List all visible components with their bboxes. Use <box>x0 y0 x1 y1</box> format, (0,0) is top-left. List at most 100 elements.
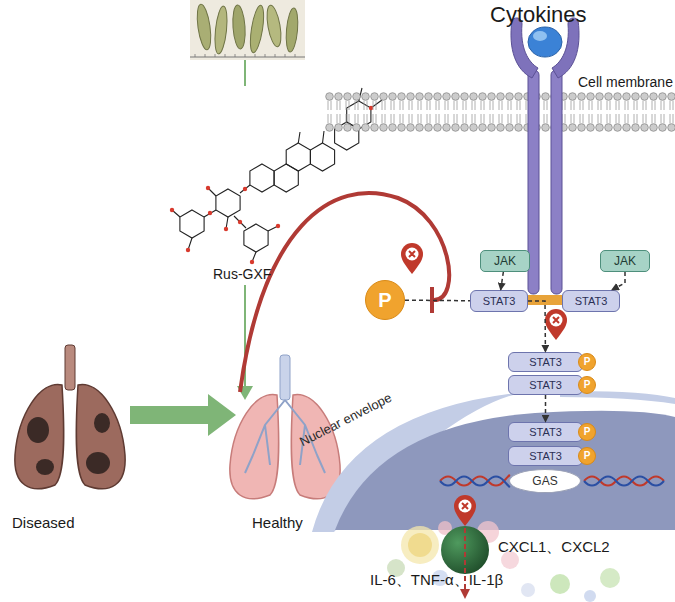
nucleus-shape <box>335 405 675 530</box>
phosphate-circle: P <box>578 447 596 465</box>
chemical-structure <box>206 186 210 190</box>
herb-photo <box>248 4 266 53</box>
chemical-structure <box>180 210 204 238</box>
dna-strand <box>440 475 509 485</box>
chemical-structure <box>244 224 268 252</box>
chemical-structure <box>208 211 212 215</box>
cytokine-balls <box>600 568 620 588</box>
ligand-label: Cytokines <box>490 2 587 28</box>
node-text: P <box>584 357 591 367</box>
stat3-box: STAT3 <box>508 422 583 442</box>
node-text: GAS <box>532 475 557 487</box>
node-text: P <box>378 290 391 310</box>
stat3-box: STAT3 <box>508 352 583 372</box>
healthy-lung <box>291 395 340 499</box>
signal-connector <box>612 272 625 290</box>
chemical-structure <box>286 143 310 171</box>
dimer-link <box>528 295 562 305</box>
jak-box: JAK <box>600 250 650 272</box>
diseased-lung <box>76 385 125 489</box>
chemical-structure <box>274 164 298 192</box>
signal-connector <box>405 299 470 301</box>
chemical-structure <box>276 224 280 228</box>
herb-photo <box>264 4 283 47</box>
inhibition-curve <box>240 193 449 392</box>
diseased-lung <box>86 452 110 474</box>
herb-photo <box>190 0 305 60</box>
node-text: JAK <box>494 255 516 267</box>
healthy-lung <box>230 395 279 499</box>
cytokine-ligand <box>528 27 562 57</box>
chemical-structure <box>250 164 274 192</box>
phosphate-circle: P <box>365 280 405 320</box>
diseased-lung <box>15 345 125 489</box>
signal-connector <box>501 272 504 290</box>
chemical-structure <box>224 227 228 231</box>
node-text: STAT3 <box>529 451 562 462</box>
node-text: STAT3 <box>529 380 562 391</box>
herb-photo <box>231 5 246 50</box>
node-text: STAT3 <box>483 296 516 307</box>
stat3-box: STAT3 <box>562 290 620 312</box>
cytokine-balls <box>550 574 570 594</box>
state-label: Healthy <box>252 514 303 531</box>
chemical-structure <box>243 187 247 191</box>
cytokine-balls <box>408 533 432 557</box>
cytokine-balls <box>401 526 439 564</box>
cytokine-balls <box>584 590 596 602</box>
herb-photo <box>190 0 305 60</box>
block-marker <box>401 243 423 274</box>
node-text: P <box>584 380 591 390</box>
lipid-bilayer <box>325 92 675 132</box>
phosphate-circle: P <box>578 376 596 394</box>
diseased-lung <box>27 417 49 443</box>
chemical-structure <box>186 248 190 252</box>
node-text: P <box>584 427 591 437</box>
nucleus-label: Nuclear envelope <box>298 391 394 449</box>
chemical-structure <box>216 189 240 217</box>
dna-strand <box>584 477 664 486</box>
chemical-structure <box>250 260 254 264</box>
chemical-structure <box>310 143 334 171</box>
herb-photo <box>213 6 229 55</box>
phosphate-circle: P <box>578 353 596 371</box>
dna-strand <box>440 475 664 487</box>
cytokine-receptor <box>551 70 562 294</box>
cytokine-balls <box>477 521 499 543</box>
stat3-box: STAT3 <box>508 446 583 466</box>
stat3-box: STAT3 <box>508 375 583 395</box>
inhibition-bar <box>430 287 434 313</box>
cytokine-balls <box>521 583 535 597</box>
node-text: STAT3 <box>529 357 562 368</box>
dna-strand <box>440 477 509 487</box>
herb-photo <box>190 57 305 58</box>
compound-label: Rus-GXF <box>213 266 271 282</box>
healthy-lung <box>280 355 290 400</box>
state-label: Diseased <box>12 514 75 531</box>
phosphate-circle: P <box>578 423 596 441</box>
herb-photo <box>285 8 300 53</box>
membrane-label: Cell membrane <box>578 74 673 90</box>
node-text: STAT3 <box>575 296 608 307</box>
chemical-structure <box>238 220 242 224</box>
diseased-lung <box>15 385 64 489</box>
herb-photo <box>195 3 213 50</box>
node-text: JAK <box>614 255 636 267</box>
transition-arrow <box>130 394 236 436</box>
diseased-lung <box>94 413 110 433</box>
herb-photo <box>195 54 295 57</box>
connector-line <box>244 60 246 86</box>
dna-strand <box>584 477 664 486</box>
nucleus-shape <box>335 411 675 530</box>
cytokine-ligand <box>528 27 562 57</box>
cytokine-balls <box>438 521 452 535</box>
block-marker <box>454 495 476 526</box>
block-marker <box>545 309 567 340</box>
diseased-lung <box>65 345 75 390</box>
cytokine-label: IL-6、TNF-α、IL-1β <box>370 571 503 590</box>
diseased-lung <box>36 459 54 475</box>
